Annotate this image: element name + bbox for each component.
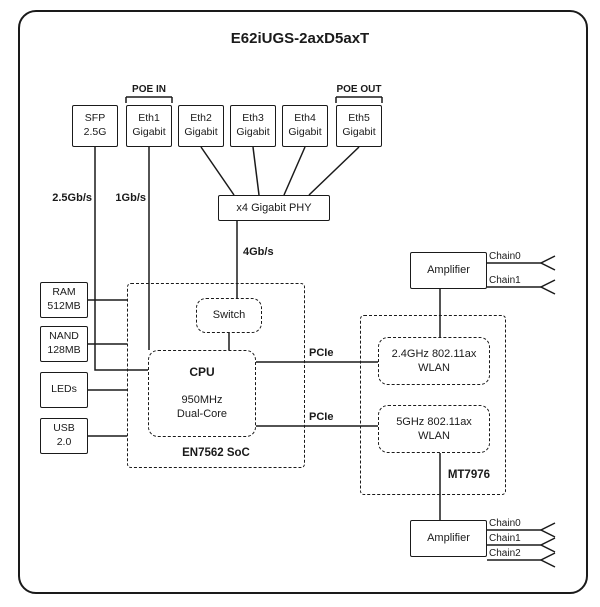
- switch-box: Switch: [196, 298, 262, 333]
- eth4-port-box: Eth4 Gigabit: [282, 105, 328, 147]
- usb-box: USB 2.0: [40, 418, 88, 454]
- sfp-speed-label: 2.5Gb/s: [52, 192, 92, 204]
- wlan-5ghz-label: WLAN: [418, 430, 450, 442]
- eth2-port-name: Eth2: [190, 112, 212, 125]
- sfp-cpu-wire: [94, 147, 148, 371]
- soc-region: [127, 283, 305, 468]
- eth4-port-name: Eth4: [294, 112, 316, 125]
- leds-box: LEDs: [40, 372, 88, 408]
- wlan-24ghz-label: WLAN: [418, 362, 450, 374]
- eth5-port-name: Eth5: [348, 112, 370, 125]
- ram-box: RAM 512MB: [40, 282, 88, 318]
- amp-top-chain0-label: Chain0: [489, 251, 521, 262]
- leds-label: LEDs: [51, 383, 77, 396]
- sfp-port-box: SFP 2.5G: [72, 105, 118, 147]
- diagram-border: [18, 10, 588, 594]
- eth3-port-box: Eth3 Gigabit: [230, 105, 276, 147]
- amplifier-bottom-box: Amplifier: [410, 520, 487, 557]
- soc-label: EN7562 SoC: [182, 447, 250, 459]
- sfp-port-rate: 2.5G: [83, 126, 107, 138]
- wlan-24ghz-box: 2.4GHz 802.11ax WLAN: [378, 337, 490, 385]
- gigabit-phy-box: x4 Gigabit PHY: [218, 195, 330, 221]
- eth5-phy-wire: [308, 146, 360, 196]
- eth3-port-rate: Gigabit: [236, 126, 270, 138]
- wlan-5ghz-box: 5GHz 802.11ax WLAN: [378, 405, 490, 453]
- ram-label: RAM: [52, 286, 76, 299]
- eth4-phy-wire: [283, 146, 306, 196]
- eth5-port-rate: Gigabit: [342, 126, 376, 138]
- cpu-box: CPU 950MHz Dual-Core: [148, 350, 256, 437]
- amp-top-chain1-label: Chain1: [489, 275, 521, 286]
- usb-version: 2.0: [56, 436, 72, 448]
- phy-speed-label: 4Gb/s: [243, 246, 274, 258]
- poe-in-bracket: [125, 96, 173, 103]
- wlan-24ghz-standard: 2.4GHz 802.11ax: [391, 347, 477, 360]
- eth3-port-name: Eth3: [242, 112, 264, 125]
- eth1-speed-label: 1Gb/s: [115, 192, 146, 204]
- cpu-cores: Dual-Core: [176, 408, 228, 421]
- antenna-icon: [539, 255, 556, 271]
- nand-box: NAND 128MB: [40, 326, 88, 362]
- poe-out-bracket: [335, 96, 383, 103]
- amp-bottom-chain1-label: Chain1: [489, 533, 521, 544]
- cpu-frequency: 950MHz: [181, 394, 223, 406]
- eth5-port-box: Eth5 Gigabit: [336, 105, 382, 147]
- wifi-chip-label: MT7976: [447, 469, 490, 481]
- eth1-port-name: Eth1: [138, 112, 160, 125]
- wifi-region: [360, 315, 506, 495]
- antenna-icon: [539, 537, 556, 553]
- amplifier-bottom-label: Amplifier: [427, 532, 470, 545]
- eth1-port-rate: Gigabit: [132, 126, 166, 138]
- poe-in-label: POE IN: [132, 84, 166, 95]
- cpu-label: CPU: [189, 365, 215, 380]
- antenna-icon: [539, 552, 556, 568]
- usb-label: USB: [53, 422, 75, 435]
- eth2-port-rate: Gigabit: [184, 126, 218, 138]
- wlan-5ghz-standard: 5GHz 802.11ax: [396, 415, 472, 428]
- diagram-title: E62iUGS-2axD5axT: [230, 30, 370, 47]
- amp-bottom-chain2-label: Chain2: [489, 548, 521, 559]
- nand-size: 128MB: [47, 344, 81, 356]
- antenna-icon: [539, 279, 556, 295]
- eth3-phy-wire: [252, 146, 260, 196]
- poe-out-label: POE OUT: [336, 84, 382, 95]
- amp-bottom-chain0-label: Chain0: [489, 518, 521, 529]
- switch-label: Switch: [212, 309, 246, 322]
- eth2-phy-wire: [200, 146, 235, 196]
- amplifier-top-label: Amplifier: [427, 264, 470, 277]
- sfp-port-name: SFP: [84, 112, 106, 125]
- gigabit-phy-label: x4 Gigabit PHY: [236, 201, 312, 214]
- eth4-port-rate: Gigabit: [288, 126, 322, 138]
- antenna-icon: [539, 522, 556, 538]
- ram-size: 512MB: [47, 300, 81, 312]
- nand-label: NAND: [49, 330, 79, 343]
- pcie-top-label: PCIe: [309, 347, 334, 359]
- pcie-bottom-label: PCIe: [309, 411, 334, 423]
- eth2-port-box: Eth2 Gigabit: [178, 105, 224, 147]
- eth1-port-box: Eth1 Gigabit: [126, 105, 172, 147]
- amplifier-top-box: Amplifier: [410, 252, 487, 289]
